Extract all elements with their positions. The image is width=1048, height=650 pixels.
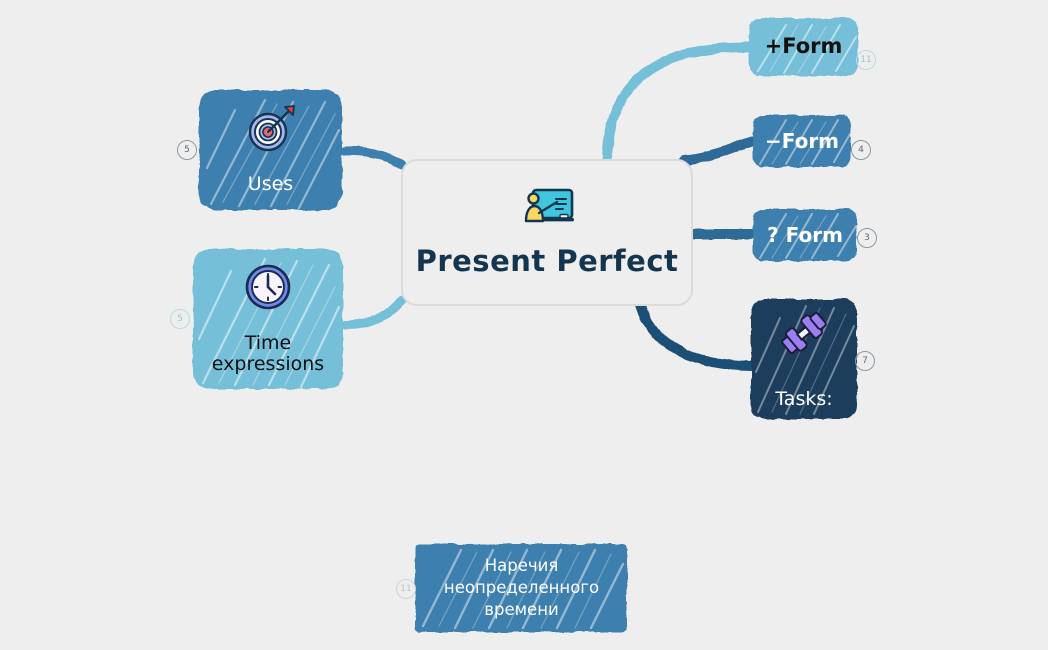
node-time-expressions[interactable]: Time expressions 5 — [170, 243, 349, 395]
node-plus-form-label: +Form — [764, 34, 843, 59]
node-question-form-label: ? Form — [767, 222, 843, 247]
node-tasks-badge: 7 — [855, 351, 875, 371]
node-plus-form[interactable]: +Form 11 — [744, 13, 876, 81]
node-time-expressions-label: Time expressions — [211, 331, 325, 375]
node-plus-form-badge: 11 — [856, 50, 876, 70]
teacher-whiteboard-icon — [520, 188, 574, 234]
node-adverbs-ru-badge: 11 — [396, 579, 416, 599]
node-adverbs-ru[interactable]: Наречия неопределенного времени 11 — [396, 536, 634, 640]
adverbs-ru-shape — [409, 536, 634, 640]
node-adverbs-ru-label: Наречия неопределенного времени — [443, 555, 600, 620]
node-minus-form[interactable]: −Form 4 — [748, 110, 871, 172]
edge-tasks — [635, 300, 757, 371]
node-question-form[interactable]: ? Form 3 — [748, 204, 877, 266]
edge-uses — [340, 146, 407, 170]
target-dartboard-icon — [245, 104, 297, 158]
node-uses[interactable]: Uses 5 — [177, 84, 348, 216]
dumbbell-icon — [777, 307, 831, 363]
plus-form-shape — [744, 13, 863, 81]
node-time-expressions-badge: 5 — [170, 309, 190, 329]
question-form-shape — [748, 204, 862, 266]
edge-time-expressions — [340, 295, 407, 330]
node-tasks-label: Tasks: — [775, 388, 833, 411]
central-node[interactable]: Present Perfect — [401, 159, 693, 306]
node-tasks[interactable]: Tasks: 7 — [746, 294, 875, 424]
node-uses-badge: 5 — [177, 140, 197, 160]
time-expressions-shape — [187, 243, 349, 395]
node-minus-form-badge: 4 — [851, 140, 871, 160]
minus-form-shape — [748, 110, 856, 172]
node-minus-form-label: −Form — [764, 128, 840, 153]
edge-minus-form — [678, 136, 757, 165]
node-question-form-badge: 3 — [857, 228, 877, 248]
clock-icon — [244, 263, 292, 315]
central-node-title: Present Perfect — [415, 243, 679, 278]
node-uses-label: Uses — [247, 173, 294, 196]
edge-plus-form — [602, 42, 753, 167]
